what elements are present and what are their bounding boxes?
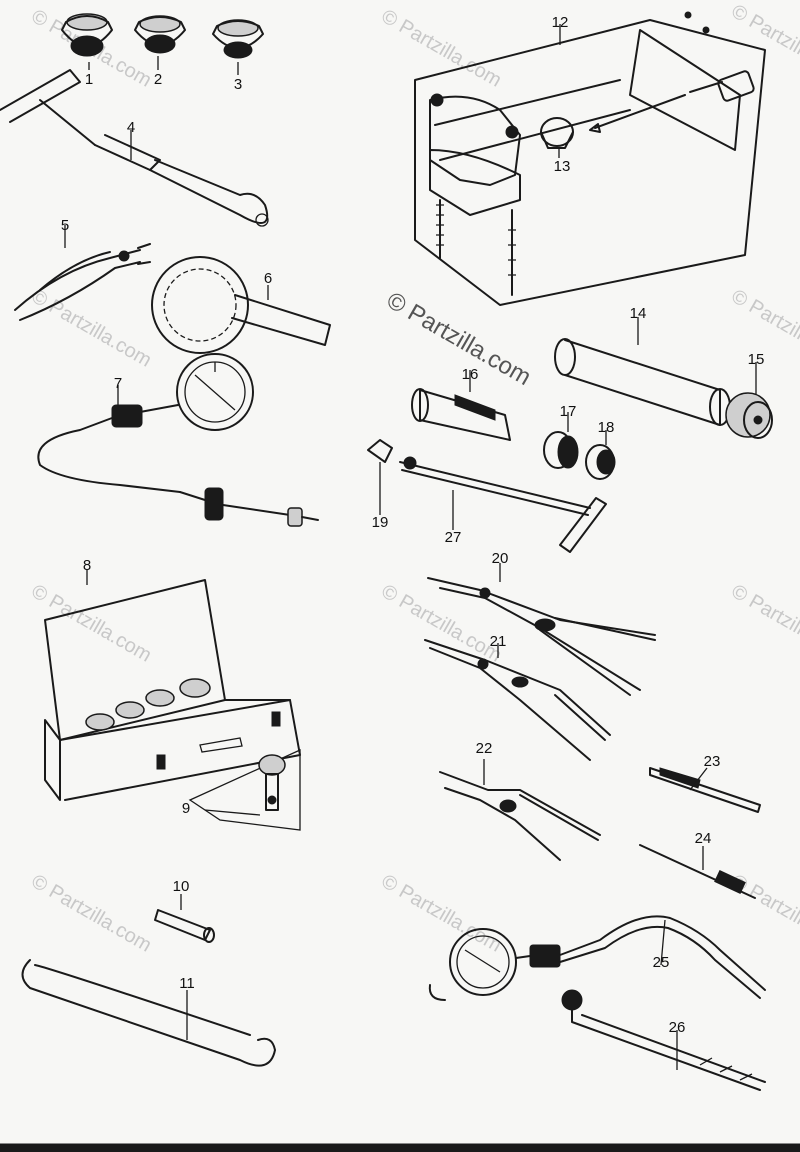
callout-18: 18 — [598, 419, 615, 436]
part-22-pliers — [439, 771, 601, 861]
callout-21: 21 — [490, 633, 507, 650]
part-21-snap-ring-pliers — [424, 639, 611, 761]
part-7-compression-gauge — [37, 353, 319, 527]
watermark-left-upper: © Partzilla.com — [28, 285, 156, 371]
part-1-cap — [61, 13, 113, 57]
callout-5: 5 — [61, 217, 69, 234]
callout-6: 6 — [264, 270, 272, 287]
callout-14: 14 — [630, 305, 647, 322]
callout-7: 7 — [114, 375, 122, 392]
watermark-center-lower: © Partzilla.com — [378, 870, 506, 956]
bottom-border — [0, 1143, 800, 1152]
callout-19: 19 — [372, 514, 389, 531]
callout-23: 23 — [704, 753, 721, 770]
part-3-cap — [212, 19, 264, 59]
part-27-t-handle — [399, 461, 607, 553]
part-2-cap — [134, 15, 186, 54]
callout-25: 25 — [653, 954, 670, 971]
watermarks: © Partzilla.com © Partzilla.com © Partzi… — [28, 0, 800, 956]
callout-10: 10 — [173, 878, 190, 895]
part-14-sleeve — [554, 338, 731, 426]
callout-24: 24 — [695, 830, 712, 847]
callout-22: 22 — [476, 740, 493, 757]
callout-11: 11 — [179, 975, 195, 992]
part-23-bit — [649, 767, 761, 813]
part-8-tool-case — [44, 579, 301, 801]
part-6-filter-wrench — [151, 256, 331, 354]
callout-8: 8 — [83, 557, 91, 574]
part-18-collar — [585, 444, 616, 480]
leader-lines — [64, 24, 757, 1070]
part-16-driver — [411, 388, 511, 441]
callout-15: 15 — [748, 351, 765, 368]
callout-16: 16 — [462, 366, 479, 383]
part-11-spanner — [21, 959, 276, 1067]
part-13-adapter — [540, 117, 574, 149]
callout-4: 4 — [127, 119, 135, 136]
part-4-t-handle-wrench — [0, 69, 269, 227]
callout-1: 1 — [85, 71, 93, 88]
part-10-pin — [154, 909, 215, 943]
watermark-left-middle: © Partzilla.com — [28, 580, 156, 666]
watermark-left-lower: © Partzilla.com — [28, 870, 156, 956]
callout-26: 26 — [669, 1019, 686, 1036]
callout-numbers: 1 2 3 4 5 6 7 8 9 10 11 12 13 14 15 16 1… — [61, 14, 765, 1036]
part-15-cap — [725, 392, 773, 439]
part-17-collar — [543, 431, 579, 469]
callout-3: 3 — [234, 76, 242, 93]
callout-13: 13 — [554, 158, 571, 175]
part-24-rod — [639, 844, 756, 899]
callout-2: 2 — [154, 71, 162, 88]
callout-20: 20 — [492, 550, 509, 567]
part-26-adapter-probe — [561, 989, 766, 1091]
callout-17: 17 — [560, 403, 577, 420]
callout-27: 27 — [445, 529, 462, 546]
watermark-top-middle: © Partzilla.com — [378, 5, 506, 91]
part-20-snap-ring-pliers — [427, 577, 656, 696]
part-9-adapter — [188, 748, 301, 831]
part-25-gauge-hose — [428, 915, 766, 1001]
callout-12: 12 — [552, 14, 569, 31]
callout-9: 9 — [182, 800, 190, 817]
watermark-right-middle: © Partzilla.com — [728, 580, 800, 666]
part-12-bearing-puller — [414, 11, 766, 306]
part-5-pliers — [14, 243, 151, 321]
